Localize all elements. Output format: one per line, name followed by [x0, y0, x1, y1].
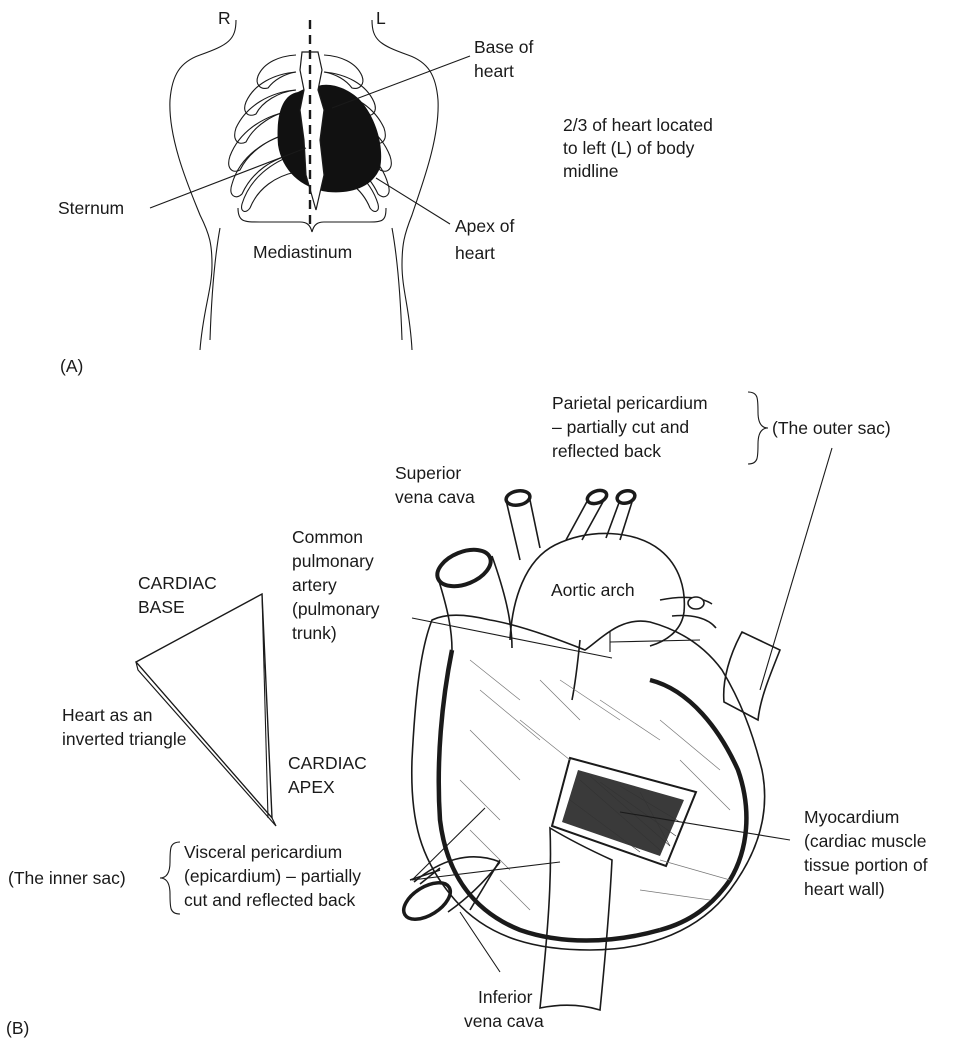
apex-of-heart-leader: [376, 178, 450, 224]
panel-a-label: (A): [60, 356, 83, 376]
arm-outline: [392, 228, 402, 340]
label-visceral-pericardium: Visceral pericardium(epicardium) – parti…: [184, 842, 361, 910]
outer-sac-brace: [748, 392, 768, 464]
sternum-leader: [150, 148, 306, 208]
sternum: [300, 52, 324, 210]
superior-vena-cava-tube: [432, 543, 512, 650]
inner-sac-brace: [160, 842, 180, 914]
label-inner-sac: (The inner sac): [8, 868, 126, 888]
label-sternum: Sternum: [58, 198, 124, 218]
inferior-vena-cava-leader: [460, 912, 500, 972]
label-outer-sac: (The outer sac): [772, 418, 891, 438]
torso-outline: [372, 20, 438, 350]
myocardium-window: [552, 758, 696, 866]
panel-b-label: (B): [6, 1018, 29, 1038]
parietal-leader: [760, 448, 832, 690]
label-left: L: [376, 8, 386, 28]
heart-silhouette: [278, 85, 382, 193]
label-mediastinum: Mediastinum: [253, 242, 352, 262]
torso-outline: [170, 20, 236, 350]
label-right: R: [218, 8, 231, 28]
label-aortic-arch: Aortic arch: [551, 580, 635, 600]
mediastinum-brace: [238, 208, 386, 232]
visceral-leader-1: [412, 808, 485, 880]
arm-outline: [210, 228, 220, 340]
inverted-triangle-diagram: [136, 594, 276, 826]
parietal-pericardium-flap: [724, 632, 780, 720]
visceral-pericardium-flap: [540, 828, 612, 1010]
